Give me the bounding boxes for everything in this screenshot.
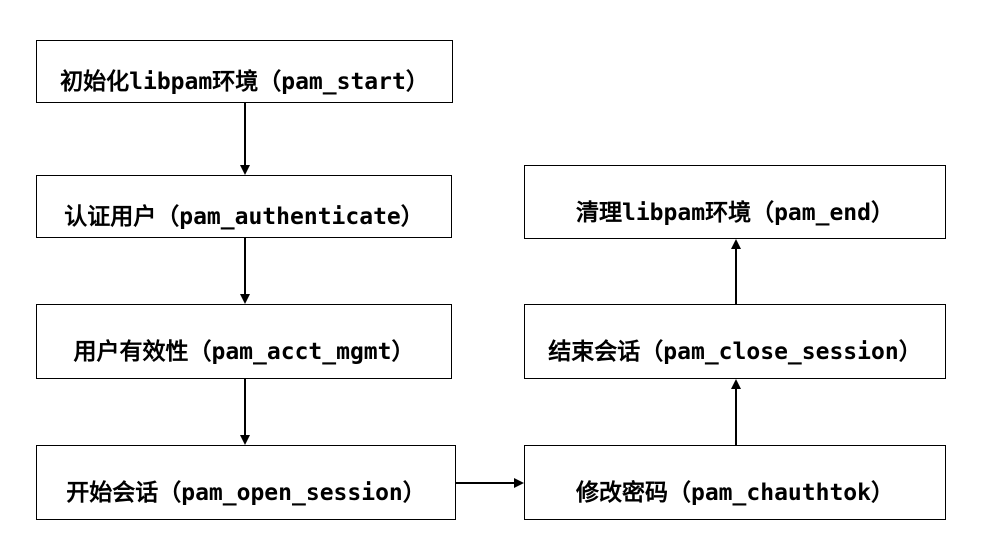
step-pam-end: 清理libpam环境（pam_end） bbox=[524, 165, 946, 239]
step-label: 初始化libpam环境（pam_start） bbox=[60, 69, 429, 95]
step-label: 修改密码（pam_chauthtok） bbox=[575, 480, 894, 506]
step-pam-chauthtok: 修改密码（pam_chauthtok） bbox=[524, 445, 946, 520]
arrow-close-session-to-end bbox=[731, 239, 741, 304]
arrow-authenticate-to-acct-mgmt bbox=[240, 238, 250, 304]
step-label: 认证用户（pam_authenticate） bbox=[64, 204, 424, 230]
arrow-open-session-to-chauthtok bbox=[456, 478, 524, 488]
step-label: 结束会话（pam_close_session） bbox=[548, 339, 922, 365]
step-pam-acct-mgmt: 用户有效性（pam_acct_mgmt） bbox=[36, 304, 452, 379]
step-label: 清理libpam环境（pam_end） bbox=[575, 199, 894, 226]
arrow-chauthtok-to-close-session bbox=[731, 379, 741, 445]
step-pam-close-session: 结束会话（pam_close_session） bbox=[524, 304, 946, 379]
arrow-acct-mgmt-to-open-session bbox=[240, 379, 250, 445]
arrow-init-to-authenticate bbox=[240, 103, 250, 175]
step-pam-open-session: 开始会话（pam_open_session） bbox=[36, 445, 456, 520]
step-label: 用户有效性（pam_acct_mgmt） bbox=[73, 339, 415, 365]
step-pam-start: 初始化libpam环境（pam_start） bbox=[36, 40, 453, 103]
step-label: 开始会话（pam_open_session） bbox=[66, 480, 426, 506]
step-pam-authenticate: 认证用户（pam_authenticate） bbox=[36, 175, 452, 238]
